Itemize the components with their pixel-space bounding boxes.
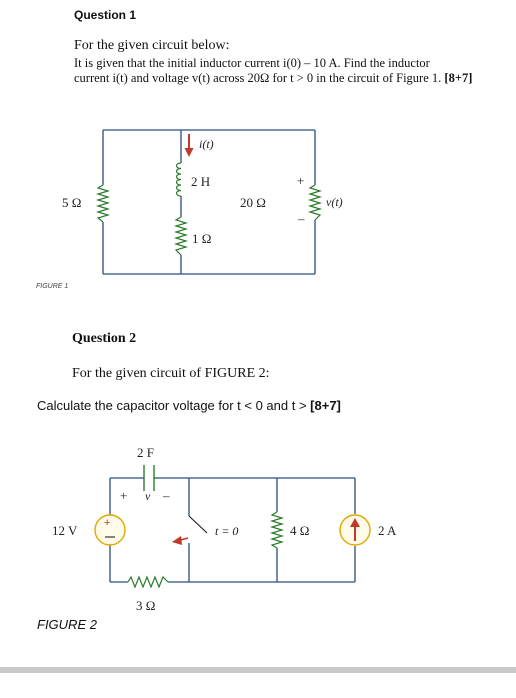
resistor-1-ohm xyxy=(173,216,189,256)
figure-2-caption: FIGURE 2 xyxy=(37,617,97,632)
source-plus-icon: + xyxy=(104,517,110,529)
label-switch-time: t = 0 xyxy=(215,524,238,538)
label-2a: 2 A xyxy=(378,523,397,538)
label-5-ohm: 5 Ω xyxy=(62,195,81,210)
label-2h: 2 H xyxy=(191,174,210,189)
resistor-5-ohm xyxy=(95,184,111,223)
question-1-statement-text: current i(t) and voltage v(t) across 20Ω… xyxy=(74,71,445,85)
figure-1-caption: FIGURE 1 xyxy=(36,283,69,290)
label-cap-v: v xyxy=(145,489,151,503)
question-1-statement-line-1: It is given that the initial inductor cu… xyxy=(74,56,430,70)
label-voltage-minus: – xyxy=(297,211,305,226)
question-2-task-text: Calculate the capacitor voltage for t < … xyxy=(37,398,311,413)
label-cap-minus: – xyxy=(162,488,170,503)
label-4-ohm: 4 Ω xyxy=(290,523,309,538)
page-bottom-divider xyxy=(0,667,516,673)
label-12v: 12 V xyxy=(52,523,78,538)
label-1-ohm: 1 Ω xyxy=(192,231,211,246)
question-2-marks: [8+7] xyxy=(310,398,341,413)
figure-1-wires xyxy=(102,129,316,275)
inductor-2h xyxy=(175,162,182,197)
question-2-heading: Question 2 xyxy=(72,331,137,346)
label-cap-plus: + xyxy=(120,488,127,503)
label-2f: 2 F xyxy=(137,445,154,460)
label-3-ohm: 3 Ω xyxy=(136,598,155,613)
label-current-it: i(t) xyxy=(199,137,214,151)
question-2-task: Calculate the capacitor voltage for t < … xyxy=(37,398,341,413)
figure-2-wires xyxy=(109,477,356,583)
current-source-2a xyxy=(339,514,371,546)
question-1-statement-line-2: current i(t) and voltage v(t) across 20Ω… xyxy=(74,71,472,86)
question-1-heading: Question 1 xyxy=(74,8,137,22)
label-20-ohm: 20 Ω xyxy=(240,195,266,210)
voltage-source-12v: + xyxy=(94,514,126,546)
capacitor-2f xyxy=(143,465,155,491)
question-1-intro: For the given circuit below: xyxy=(74,38,230,53)
question-2-intro: For the given circuit of FIGURE 2: xyxy=(72,366,270,381)
question-1-marks: [8+7] xyxy=(444,71,473,85)
switch-icon xyxy=(172,515,208,545)
resistor-4-ohm xyxy=(269,511,285,549)
resistor-20-ohm xyxy=(307,184,323,221)
label-voltage-plus: + xyxy=(297,173,304,188)
current-arrow-icon xyxy=(184,134,194,157)
resistor-3-ohm xyxy=(127,575,169,589)
label-voltage-vt: v(t) xyxy=(326,195,343,209)
